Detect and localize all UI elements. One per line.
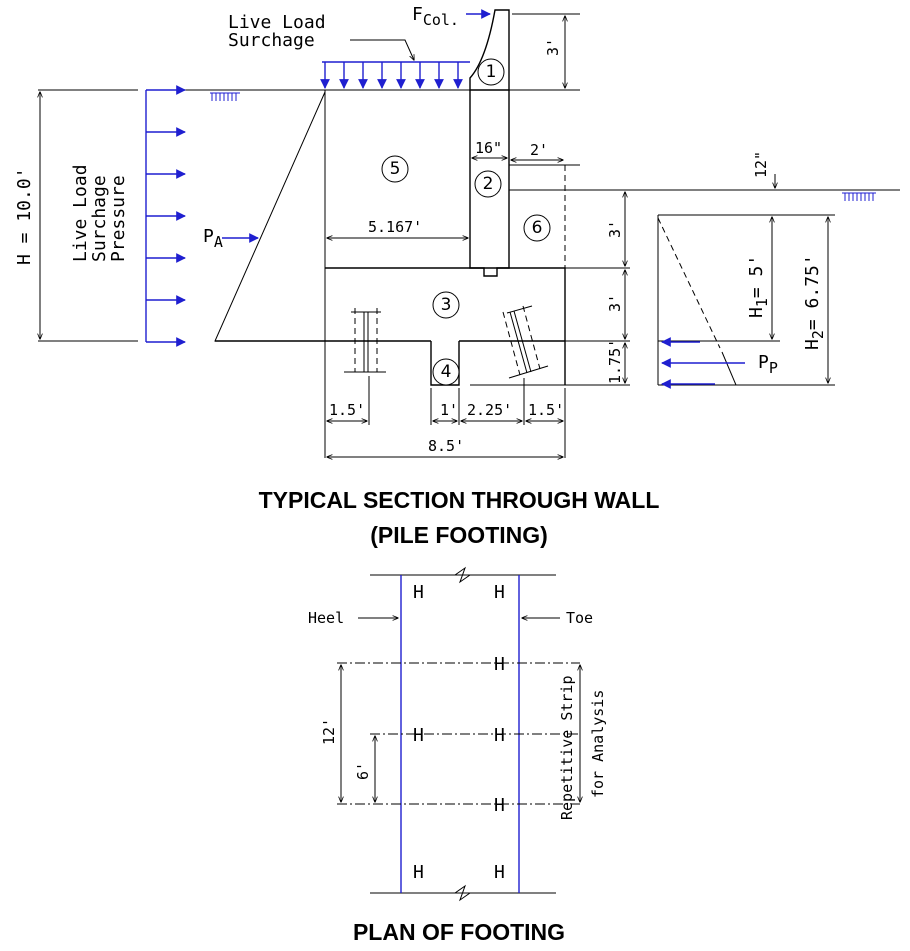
- pile-left: [344, 308, 386, 373]
- surcharge-arrows: [320, 61, 470, 89]
- live-load-label-1: Live Load: [228, 12, 326, 33]
- component-5: 5: [390, 159, 401, 179]
- strip-label-2: for Analysis: [589, 690, 607, 798]
- strip-label-1: Repetitive Strip: [558, 676, 576, 821]
- pile-mark: H: [494, 654, 505, 675]
- active-pressure-triangle: [214, 91, 326, 342]
- component-3: 3: [441, 295, 452, 315]
- component-2-circle: [474, 170, 502, 198]
- dim-2ft: 2': [530, 141, 548, 159]
- h2-label: H2= 6.75': [802, 254, 827, 350]
- live-load-label-2: Surchage: [228, 30, 315, 51]
- dim-15-right: 1.5': [528, 401, 564, 419]
- plan-title: PLAN OF FOOTING: [353, 919, 565, 945]
- pile-mark: H: [413, 725, 424, 746]
- heel-label: Heel: [308, 609, 344, 627]
- live-load-leader: [350, 39, 414, 60]
- section-title-2: (PILE FOOTING): [370, 522, 548, 548]
- component-3-circle: [432, 291, 460, 319]
- component-1-circle: [477, 58, 505, 86]
- pile-right-battered: [502, 305, 549, 379]
- component-4-circle: [432, 358, 460, 386]
- footing-plan: Heel Toe H H H H H H H H 12' 6' Repetiti…: [308, 566, 607, 902]
- break-top: [454, 566, 471, 584]
- dim-5167: 5.167': [368, 218, 422, 236]
- component-6-circle: [523, 214, 551, 242]
- break-bottom: [454, 884, 471, 902]
- pile-mark: H: [494, 795, 505, 816]
- dim-3ft-a: 3': [606, 220, 624, 238]
- wall-section: Live Load Surchage FCol. 3': [14, 4, 900, 458]
- dim-175: 1.75': [606, 339, 624, 384]
- component-1: 1: [486, 62, 497, 82]
- component-5-circle: [381, 155, 409, 183]
- passive-pressure-diagram: [657, 214, 835, 389]
- h1-label: H1= 5': [746, 255, 771, 318]
- dim-6: 6': [354, 762, 372, 780]
- dim-1ft: 1': [440, 401, 458, 419]
- dim-16in: 16": [475, 139, 502, 157]
- component-4: 4: [441, 362, 452, 382]
- pressure-label-1: Live Load: [70, 164, 91, 262]
- pile-mark: H: [413, 582, 424, 603]
- ground-hatch-toe: [842, 192, 876, 201]
- dim-15-left: 1.5': [329, 401, 365, 419]
- height-label: H = 10.0': [14, 167, 35, 265]
- toe-label: Toe: [566, 609, 593, 627]
- dim-12: 12': [320, 718, 338, 745]
- pile-marks: H H H H H H H H: [413, 582, 505, 883]
- pressure-label-3: Pressure: [108, 175, 129, 262]
- surcharge-pressure-arrows: [145, 85, 186, 347]
- pile-mark: H: [494, 725, 505, 746]
- pile-mark: H: [494, 862, 505, 883]
- pressure-label-2: Surchage: [89, 175, 110, 262]
- section-title-1: TYPICAL SECTION THROUGH WALL: [259, 487, 660, 513]
- dim-85: 8.5': [428, 437, 464, 455]
- dim-3ft-b: 3': [606, 294, 624, 312]
- f-col-label: FCol.: [412, 4, 459, 29]
- pile-mark: H: [494, 582, 505, 603]
- component-markers: 1 2 3 4 5 6: [381, 58, 551, 386]
- dim-225: 2.25': [467, 401, 512, 419]
- component-2: 2: [483, 174, 494, 194]
- dim-3ft-top: 3': [544, 38, 562, 56]
- ground-hatch-top: [210, 92, 240, 101]
- pa-label: PA: [203, 226, 223, 251]
- component-6: 6: [532, 218, 543, 238]
- pp-label: PP: [758, 352, 778, 377]
- dim-12in: 12": [752, 151, 770, 178]
- pile-mark: H: [413, 862, 424, 883]
